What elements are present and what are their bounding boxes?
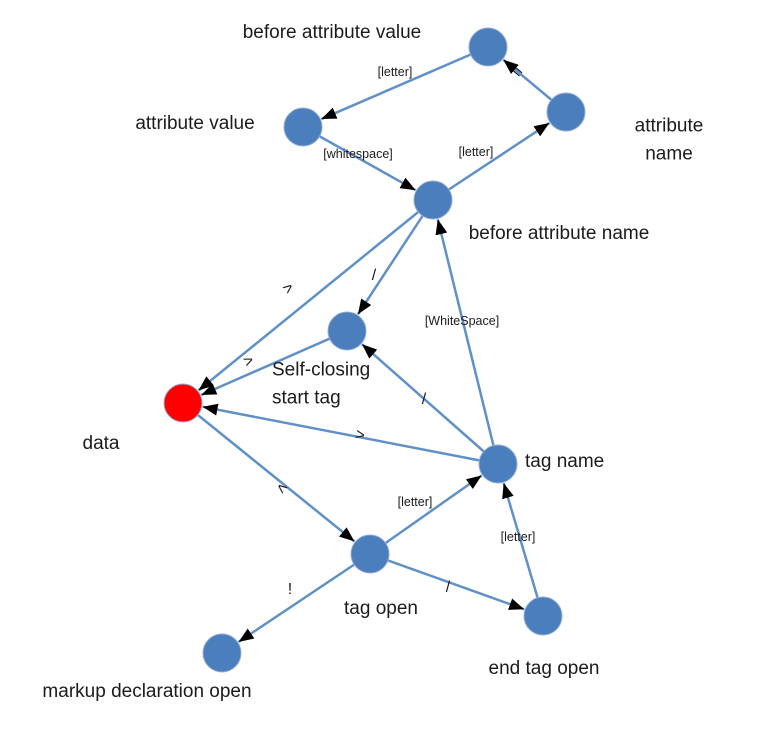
node-end-tag-open[interactable] — [523, 596, 563, 636]
node-self-closing-start-tag[interactable] — [327, 311, 367, 351]
node-tag-name[interactable] — [478, 444, 518, 484]
edge-before-attribute-name-to-data — [197, 199, 434, 392]
node-attribute-name[interactable] — [546, 92, 586, 132]
node-markup-declaration-open[interactable] — [202, 633, 242, 673]
edge-end-tag-open-to-tag-name — [502, 482, 545, 617]
edge-tag-open-to-end-tag-open — [369, 552, 525, 611]
node-tag-open[interactable] — [350, 534, 390, 574]
edge-before-attribute-name-to-self-closing-start-tag — [356, 199, 435, 315]
edge-tag-open-to-markup-declaration-open — [237, 552, 371, 643]
edge-tag-name-to-data — [202, 403, 499, 466]
edge-self-closing-start-tag-to-data — [200, 329, 348, 397]
node-before-attribute-value[interactable] — [468, 27, 508, 67]
node-attribute-value[interactable] — [283, 107, 323, 147]
edge-before-attribute-value-to-attribute-value — [320, 45, 489, 121]
node-data[interactable] — [163, 383, 203, 423]
edge-tag-name-to-before-attribute-name — [435, 219, 500, 465]
edge-data-to-tag-open — [182, 402, 356, 543]
node-before-attribute-name[interactable] — [413, 180, 453, 220]
edge-tag-open-to-tag-name — [369, 474, 483, 556]
edge-tag-name-to-self-closing-start-tag — [361, 343, 499, 465]
edge-attribute-value-to-before-attribute-name — [302, 125, 417, 192]
nodes-layer — [163, 27, 586, 673]
edge-before-attribute-name-to-attribute-name — [432, 121, 551, 202]
edges-layer — [182, 45, 567, 643]
